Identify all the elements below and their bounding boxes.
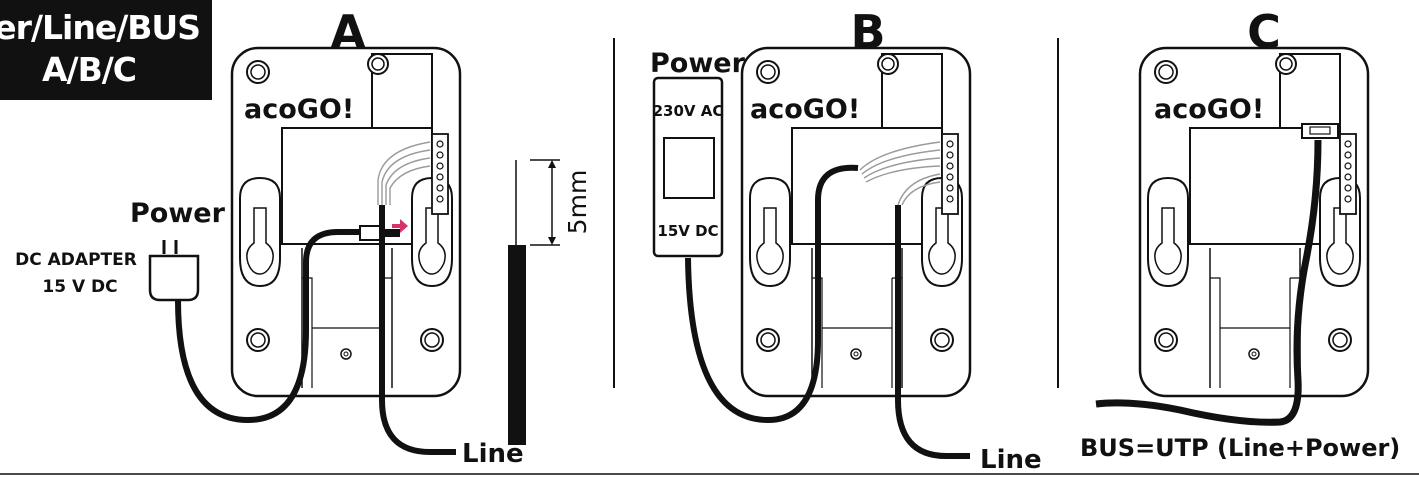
panel-b: B acoGO! Power 230V AC 15V DC Line [650,5,1042,475]
brand-label-b: acoGO! [750,94,860,125]
psu-output-label: 15V DC [657,222,718,240]
mode-label-line1: ower/Line/BUS [0,8,201,47]
adapter-label-line1: DC ADAPTER [15,250,137,270]
power-label-a: Power [130,198,226,229]
bus-label: BUS=UTP (Line+Power) [1080,434,1400,462]
power-supply-unit [652,76,724,258]
line-cable-a [379,205,456,455]
internal-wires-b [859,141,941,206]
bus-cable [1095,139,1322,426]
plug-icon [148,240,200,302]
brand-label-c: acoGO! [1154,94,1264,125]
panel-c: C acoGO! BUS=UTP (Line+Power) [1080,5,1400,462]
adapter-label-line2: 15 V DC [42,277,117,297]
power-label-b: Power [650,48,746,79]
line-label-b: Line [980,445,1042,475]
brand-label-a: acoGO! [244,94,354,125]
strip-length-detail [508,159,560,445]
panel-a: A acoGO! Power DC ADAPTER 15 V DC Line [15,5,592,469]
power-cable-b [685,164,859,424]
line-cable-b [895,205,970,459]
internal-wires-a [377,141,431,205]
mode-label-line2: A/B/C [42,50,137,89]
strip-length-label: 5mm [563,170,592,235]
power-cable-a [175,229,378,424]
insert-arrow-icon [392,219,408,233]
mode-label-box: ower/Line/BUS A/B/C [0,0,212,100]
psu-input-label: 230V AC [653,102,724,120]
